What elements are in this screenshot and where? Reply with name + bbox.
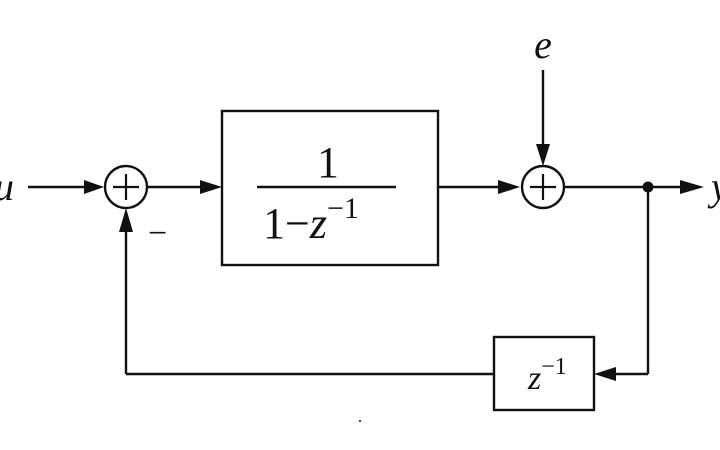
delay-block-exp: −1 [541, 354, 567, 380]
summing-junction-1 [103, 164, 149, 210]
feedback-to-delay-arrow-head [594, 367, 616, 381]
sum1-to-block-arrow-head [200, 180, 222, 194]
integrator-block: 1 1−z−1 [220, 109, 440, 267]
delay-block-var: z [527, 360, 541, 397]
disturbance-arrow-head [536, 144, 550, 166]
integrator-denominator-exp: −1 [327, 192, 359, 225]
output-signal-label: y [707, 164, 720, 209]
block-to-sum2-arrow-head [498, 180, 520, 194]
integrator-numerator: 1 [317, 138, 339, 187]
summing-junction-2 [520, 164, 566, 210]
integrator-denominator-var: z [309, 199, 327, 248]
input-signal-label: u [0, 164, 14, 209]
feedback-up-arrow-head [119, 208, 133, 232]
integrator-denominator: 1−z−1 [263, 192, 359, 248]
disturbance-signal-label: e [534, 22, 552, 67]
delay-block: z−1 [492, 335, 596, 412]
integrator-denominator-lead: 1− [263, 199, 310, 248]
feedback-minus-sign: − [148, 215, 167, 252]
output-arrow-head [680, 180, 704, 194]
stray-dot [359, 420, 361, 422]
input-arrow-head [84, 180, 104, 194]
delay-block-label: z−1 [527, 354, 567, 397]
